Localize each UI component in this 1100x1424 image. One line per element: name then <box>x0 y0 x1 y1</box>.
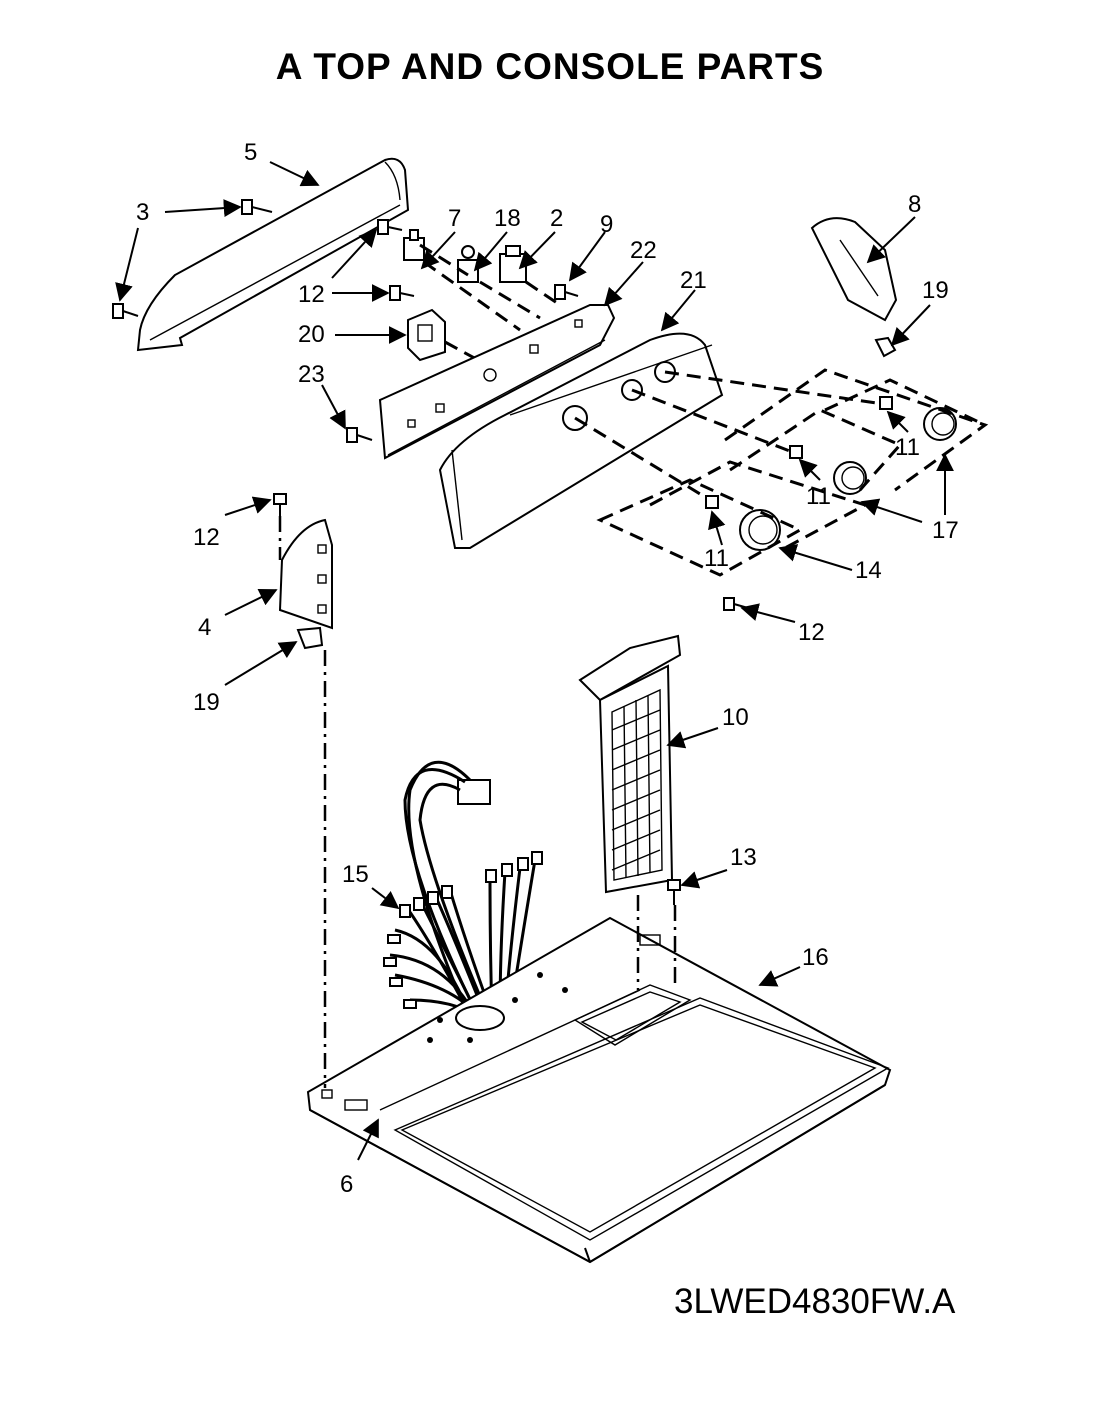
callout-23: 23 <box>298 361 325 388</box>
callout-22: 22 <box>630 237 657 264</box>
console-panel-21 <box>438 332 724 549</box>
screw-9 <box>554 284 579 300</box>
callout-5: 5 <box>244 139 257 166</box>
callout-6: 6 <box>340 1171 353 1198</box>
callout-labels: 5 3 7 18 2 9 22 21 8 19 12 20 23 11 11 1… <box>136 139 959 1198</box>
callout-11-middle: 11 <box>806 483 831 510</box>
callout-15: 15 <box>342 861 369 888</box>
callout-8: 8 <box>908 191 921 218</box>
callout-12-left: 12 <box>193 524 220 551</box>
callout-12-upper: 12 <box>298 281 325 308</box>
callout-16: 16 <box>802 944 829 971</box>
knob-assembly-left <box>574 416 781 551</box>
knob-grouping-lines <box>596 368 989 577</box>
rear-console-panel <box>136 157 410 352</box>
callout-2: 2 <box>550 205 563 232</box>
timer-20 <box>407 308 446 362</box>
callout-17: 17 <box>932 517 959 544</box>
callout-7: 7 <box>448 205 461 232</box>
switch-18 <box>457 245 479 283</box>
callout-20: 20 <box>298 321 325 348</box>
vertical-assembly-lines <box>278 516 677 1088</box>
end-cap-4 <box>278 518 333 630</box>
clip-19-right <box>874 336 897 358</box>
callout-13: 13 <box>730 844 757 871</box>
leader-lines <box>115 161 954 1161</box>
knob-assembly-right <box>664 370 957 441</box>
callout-14: 14 <box>855 557 882 584</box>
screw-23 <box>346 427 373 443</box>
screw-3a <box>241 199 273 215</box>
model-code: 3LWED4830FW.A <box>674 1282 956 1321</box>
screw-12-left <box>273 493 287 516</box>
callout-4: 4 <box>198 614 211 641</box>
callout-11-left: 11 <box>704 545 729 572</box>
console-bracket-22 <box>378 304 616 460</box>
callout-9: 9 <box>600 211 613 238</box>
callout-19-left: 19 <box>193 689 220 716</box>
screw-12-upper <box>377 219 403 235</box>
knob-assembly-middle <box>631 388 867 495</box>
callout-19-right: 19 <box>922 277 949 304</box>
screw-3b <box>112 303 139 319</box>
top-panel-16 <box>306 916 892 1264</box>
callout-10: 10 <box>722 704 749 731</box>
screw-12-middle <box>389 285 415 301</box>
callout-3: 3 <box>136 199 149 226</box>
callout-12-lower: 12 <box>798 619 825 646</box>
callout-18: 18 <box>494 205 521 232</box>
callout-11-right: 11 <box>895 434 920 461</box>
clip-19-left <box>296 626 324 650</box>
page-title: A TOP AND CONSOLE PARTS <box>275 46 825 87</box>
callout-21: 21 <box>680 267 707 294</box>
end-cap-8 <box>810 217 898 322</box>
switch-2 <box>499 245 527 283</box>
lint-screen-10 <box>578 634 682 894</box>
screw-13 <box>667 879 681 905</box>
